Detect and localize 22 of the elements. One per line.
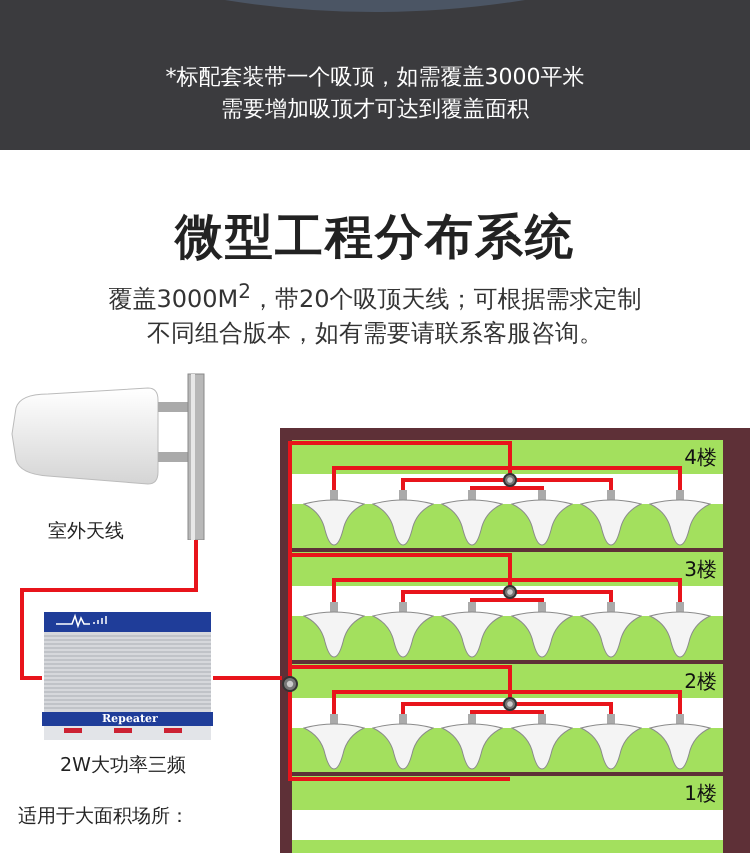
cable-line xyxy=(508,486,544,490)
usage-text: 适用于大面积场所： xyxy=(18,804,189,829)
floor-band xyxy=(292,664,723,772)
floor-band xyxy=(292,552,723,660)
building-frame xyxy=(280,428,750,853)
note-text: *标配套装带一个吸顶，如需覆盖3000平米需要增加吸顶才可达到覆盖面积 xyxy=(164,64,586,124)
cable-line xyxy=(508,598,544,602)
device-label: Repeater xyxy=(102,712,158,726)
cable-line xyxy=(20,540,198,680)
floor-label: 4楼 xyxy=(684,444,717,471)
floor-band xyxy=(292,776,723,853)
antenna-name: 室外天线 xyxy=(48,519,124,544)
floor-label: 2楼 xyxy=(684,668,717,695)
floor-label: 1楼 xyxy=(684,780,717,807)
description-text: 覆盖3000M$^{2}$，带20个吸顶天线；可根据需求定制不同组合版本，如有需要请联系客服咨询。 xyxy=(107,278,643,349)
device-name: 2W大功率三频 xyxy=(60,753,186,778)
floor-label: 3楼 xyxy=(684,556,717,583)
floor-band xyxy=(292,440,723,548)
cable-line xyxy=(508,710,544,714)
cable-line xyxy=(288,692,510,781)
cable-line xyxy=(213,676,282,680)
title: 微型工程分布系统 xyxy=(173,208,576,267)
